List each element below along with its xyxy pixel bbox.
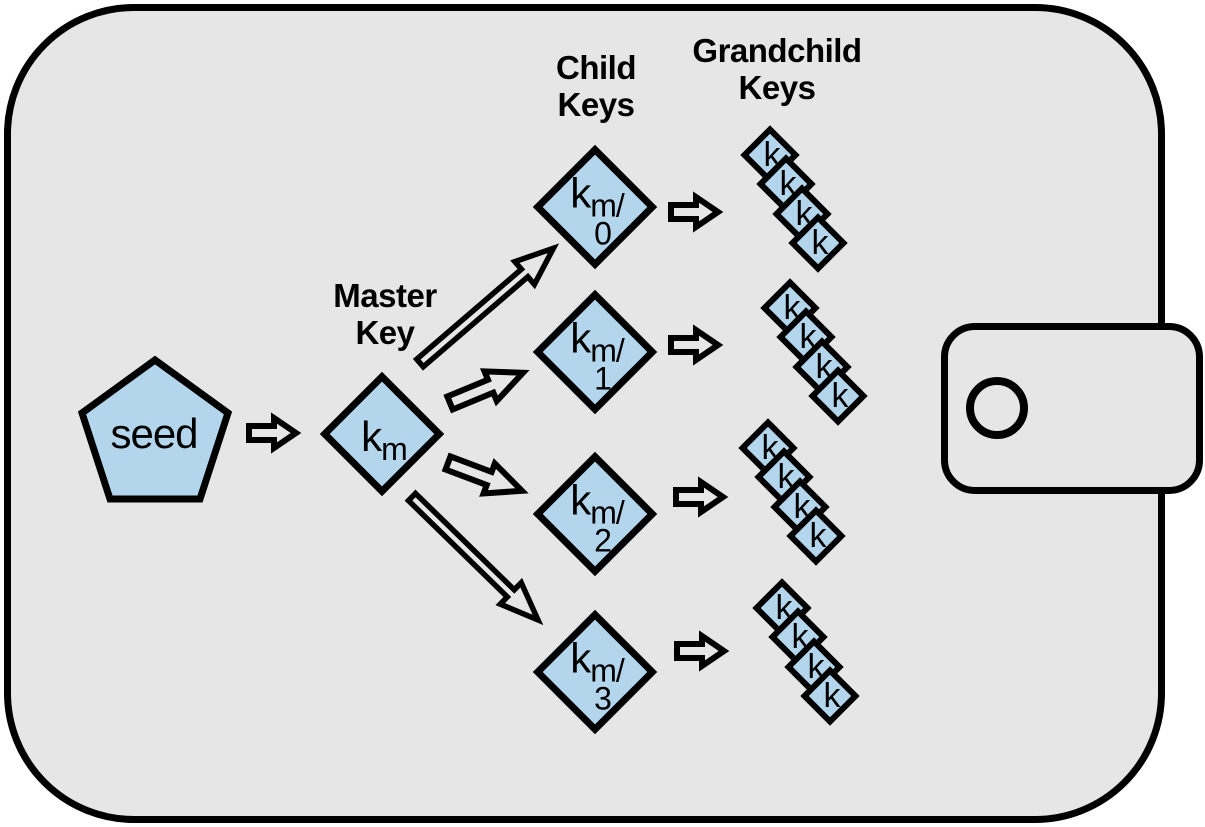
- master-to-child-arrow-1: [444, 358, 529, 418]
- child-key-subscript: m/: [590, 332, 625, 369]
- master-key-label: km: [361, 413, 408, 466]
- child-to-grandchild-arrow-3: [677, 636, 724, 666]
- grandchild-key-label: k: [809, 516, 827, 555]
- master-to-child-arrow-3: [402, 486, 549, 630]
- wallet-clasp: [941, 323, 1203, 494]
- child-key-index: 2: [594, 522, 612, 559]
- child-keys-heading: Child Keys: [556, 49, 636, 123]
- grandchild-key-label: k: [823, 676, 841, 715]
- child-to-grandchild-arrow-2: [676, 482, 723, 512]
- child-key-index: 3: [594, 680, 612, 717]
- child-key-label-3: km/ 3: [570, 634, 625, 717]
- master-key-subscript: m: [381, 431, 408, 467]
- child-key-index: 1: [594, 360, 612, 397]
- child-key-label-2: km/ 2: [570, 476, 625, 559]
- child-key-subscript: m/: [590, 652, 625, 689]
- child-key-subscript: m/: [590, 494, 625, 531]
- child-key-base: k: [570, 476, 591, 524]
- child-key-base: k: [570, 169, 591, 217]
- grandchild-key-label: k: [831, 376, 849, 415]
- child-key-base: k: [570, 634, 591, 682]
- child-key-label-0: km/ 0: [570, 169, 625, 252]
- seed-label: seed: [110, 410, 198, 457]
- grandchild-keys-heading: Grandchild Keys: [692, 32, 862, 106]
- child-key-index: 0: [594, 215, 612, 252]
- master-key-base: k: [361, 413, 382, 460]
- child-key-base: k: [570, 314, 591, 362]
- seed-to-master-arrow: [249, 418, 296, 448]
- child-key-label-1: km/ 1: [570, 314, 625, 397]
- master-key-heading: Master Key: [333, 277, 437, 351]
- clasp-ring-icon: [966, 377, 1028, 439]
- grandchild-key-label: k: [811, 223, 829, 262]
- seed-pentagon: [77, 355, 233, 503]
- master-to-child-arrow-2: [442, 448, 527, 506]
- child-to-grandchild-arrow-1: [671, 330, 718, 360]
- child-key-subscript: m/: [590, 187, 625, 224]
- child-to-grandchild-arrow-0: [671, 197, 718, 227]
